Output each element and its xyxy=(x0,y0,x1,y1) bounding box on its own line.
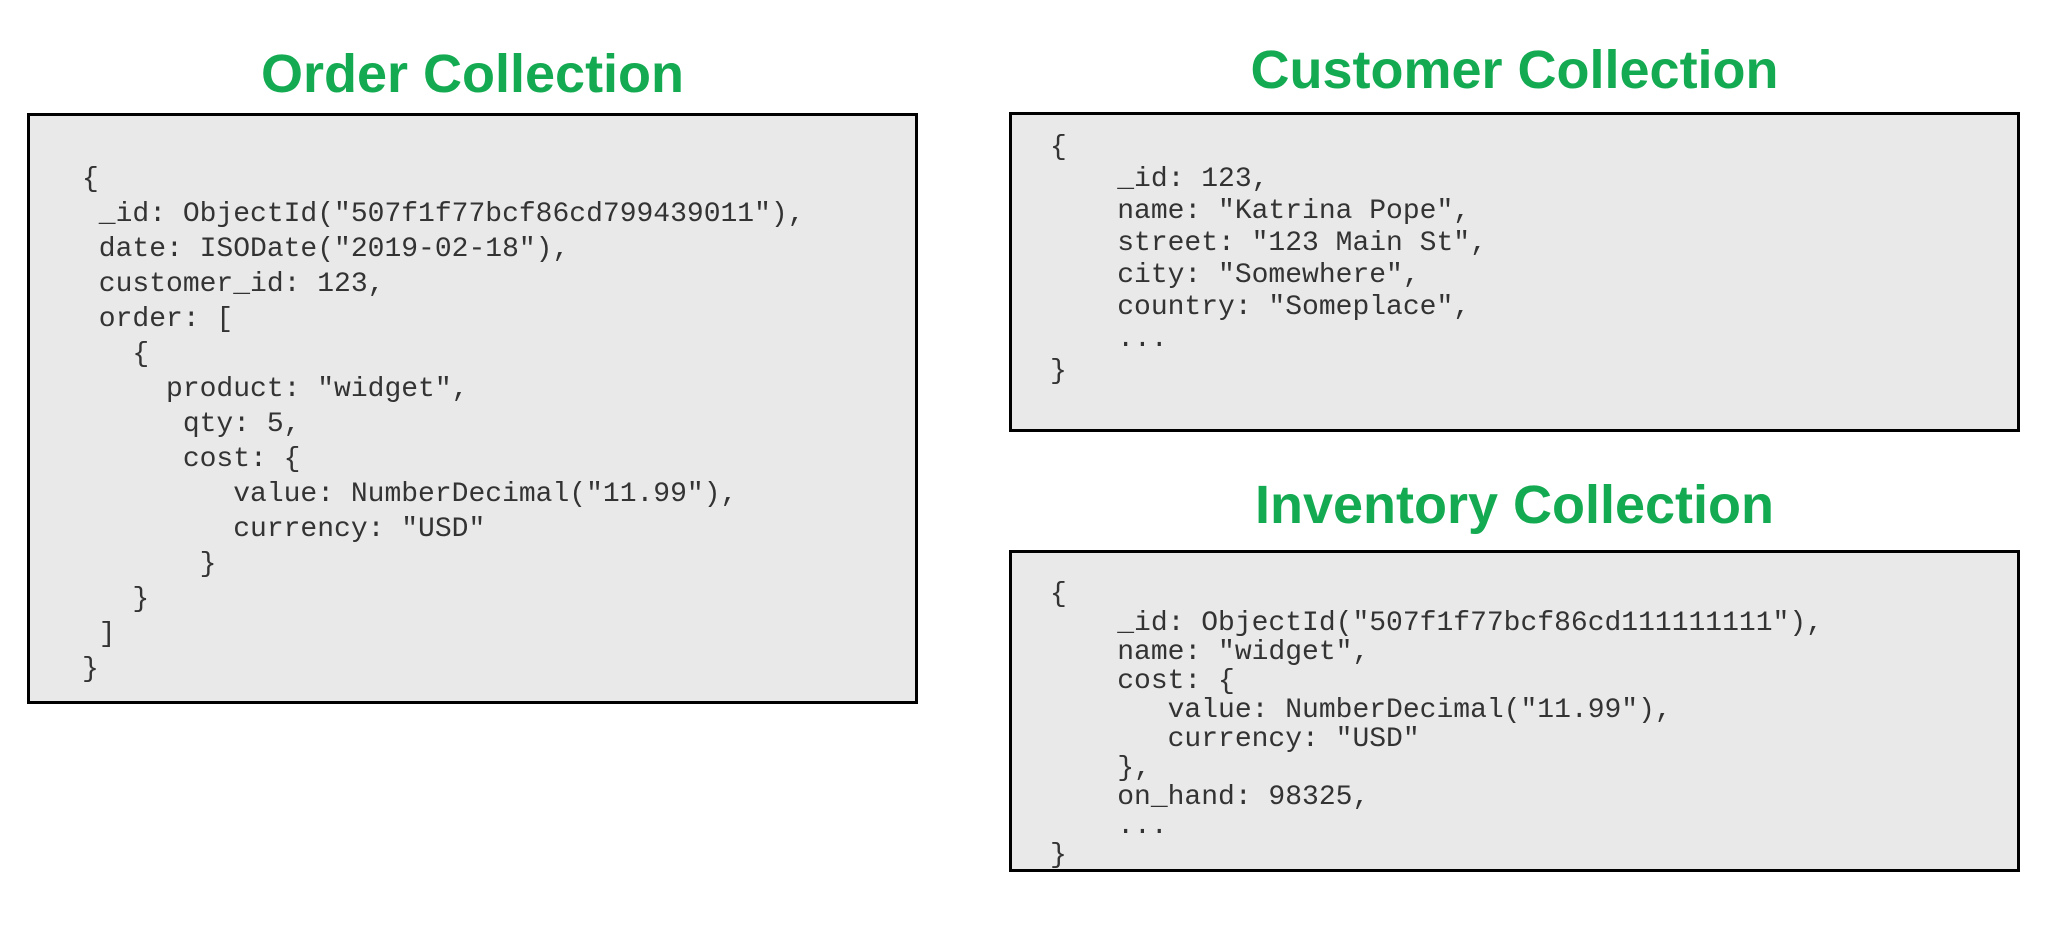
customer-collection-title: Customer Collection xyxy=(1250,40,1779,100)
order-collection-title: Order Collection xyxy=(260,44,685,104)
inventory-collection-code: { _id: ObjectId("507f1f77bcf86cd11111111… xyxy=(1050,579,1823,871)
order-collection-code: { _id: ObjectId("507f1f77bcf86cd79943901… xyxy=(82,164,805,685)
order-collection-panel: { _id: ObjectId("507f1f77bcf86cd79943901… xyxy=(27,113,918,704)
inventory-collection-title: Inventory Collection xyxy=(1254,475,1775,535)
inventory-collection-panel: { _id: ObjectId("507f1f77bcf86cd11111111… xyxy=(1009,550,2020,872)
customer-collection-code: { _id: 123, name: "Katrina Pope", street… xyxy=(1050,132,1487,387)
customer-collection-panel: { _id: 123, name: "Katrina Pope", street… xyxy=(1009,112,2020,432)
